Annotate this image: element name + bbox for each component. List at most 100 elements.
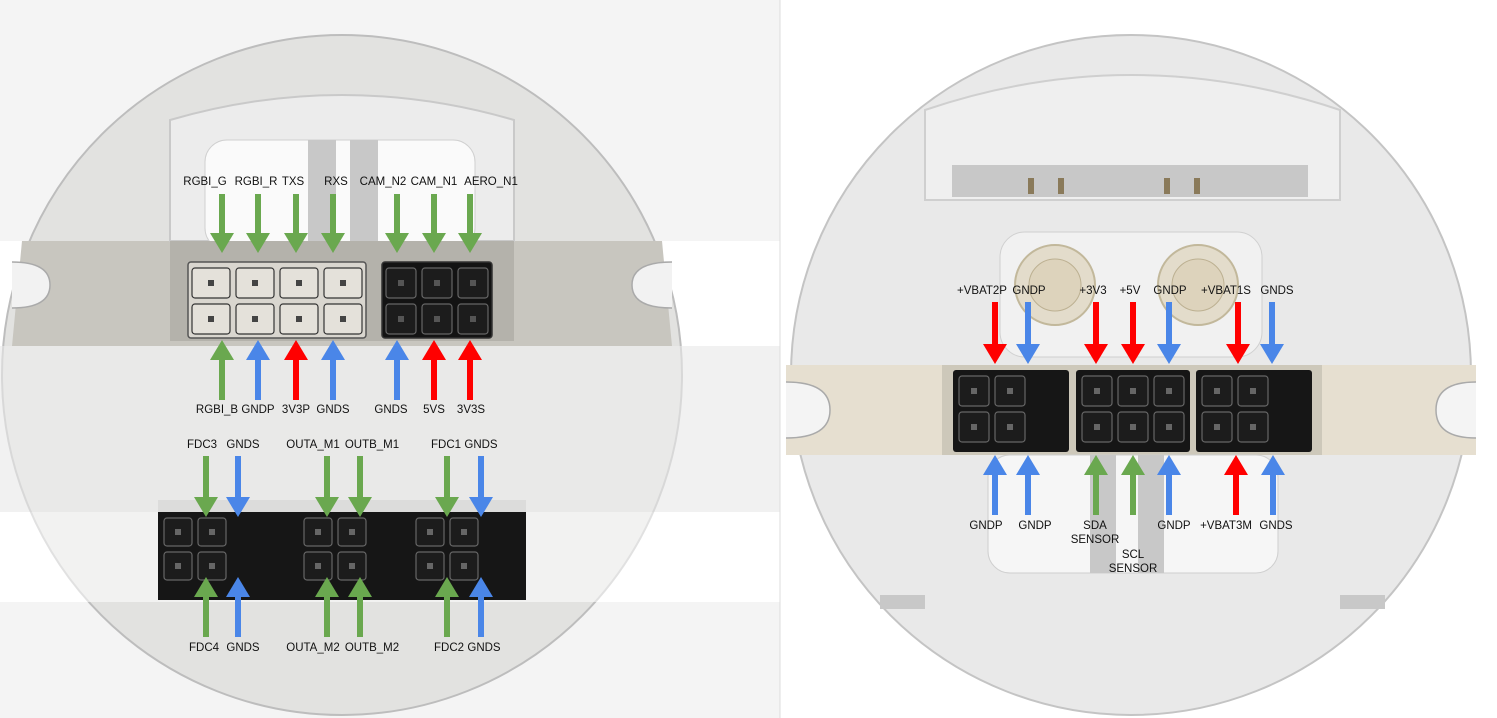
pin-label-vbat3m: +VBAT3M bbox=[1200, 520, 1252, 532]
arrow-rgbi-r bbox=[246, 194, 270, 253]
arrow-head bbox=[284, 233, 308, 253]
arrow-3v3 bbox=[1084, 302, 1108, 364]
pin-contact bbox=[340, 280, 346, 286]
arrow-shaft bbox=[255, 358, 261, 400]
arrow-head bbox=[210, 340, 234, 360]
pin-contact bbox=[470, 316, 476, 322]
arrow-shaft bbox=[1233, 473, 1239, 515]
arrow-shaft bbox=[330, 358, 336, 400]
pin-label-fdc1: FDC1 bbox=[431, 439, 461, 451]
arrow-shaft bbox=[235, 456, 241, 499]
arrow-shaft bbox=[1025, 473, 1031, 515]
arrow-fdc4 bbox=[194, 577, 218, 637]
arrow-shaft bbox=[992, 302, 998, 346]
pin-label-gndp: GNDP bbox=[1012, 285, 1046, 297]
arrow-5vs bbox=[422, 340, 446, 400]
arrow-shaft bbox=[1130, 473, 1136, 515]
right-connector-pins bbox=[958, 375, 1269, 443]
arrow-head bbox=[983, 344, 1007, 364]
arrow-gndp bbox=[246, 340, 270, 400]
arrow-shaft bbox=[394, 194, 400, 235]
arrow-shaft bbox=[478, 456, 484, 499]
arrow-shaft bbox=[357, 595, 363, 637]
pin-label-5vs: 5VS bbox=[423, 404, 445, 416]
arrow-gndp bbox=[1157, 302, 1181, 364]
pin-label-gnds: GNDS bbox=[226, 439, 260, 451]
pin-contact bbox=[1130, 424, 1136, 430]
pin-contact bbox=[349, 563, 355, 569]
arrow-scl-sensor bbox=[1121, 455, 1145, 515]
pin-contact bbox=[427, 563, 433, 569]
pin-contact bbox=[209, 529, 215, 535]
arrow-gnds bbox=[226, 577, 250, 637]
pin-contact bbox=[971, 424, 977, 430]
pin-label-gnds: GNDS bbox=[464, 439, 498, 451]
arrow-fdc2 bbox=[435, 577, 459, 637]
arrow-head bbox=[1226, 344, 1250, 364]
arrow-shaft bbox=[444, 595, 450, 637]
pin-contact bbox=[1130, 388, 1136, 394]
left-connector-pins bbox=[163, 267, 489, 581]
pin-label-gndp: GNDP bbox=[1157, 520, 1191, 532]
arrow-cam-n1 bbox=[422, 194, 446, 253]
pin-label-rgbi-b: RGBI_B bbox=[196, 404, 239, 416]
arrow-head bbox=[422, 233, 446, 253]
pin-label-3v3: +3V3 bbox=[1079, 285, 1106, 297]
arrow-head bbox=[1121, 455, 1145, 475]
pin-contact bbox=[296, 316, 302, 322]
arrow-head bbox=[1084, 455, 1108, 475]
arrow-shaft bbox=[444, 456, 450, 499]
pin-label-txs: TXS bbox=[282, 176, 305, 188]
arrow-gndp bbox=[1016, 455, 1040, 515]
arrow-head bbox=[469, 577, 493, 597]
arrow-head bbox=[284, 340, 308, 360]
pin-contact bbox=[296, 280, 302, 286]
pin-label-rgbi-g: RGBI_G bbox=[183, 176, 227, 188]
arrow-5v bbox=[1121, 302, 1145, 364]
arrow-head bbox=[385, 233, 409, 253]
arrow-head bbox=[210, 233, 234, 253]
pin-label-gnds: GNDS bbox=[374, 404, 408, 416]
arrow-shaft bbox=[1093, 473, 1099, 515]
pin-contact bbox=[175, 529, 181, 535]
pin-contact bbox=[252, 316, 258, 322]
arrow-head bbox=[385, 340, 409, 360]
arrow-sda-sensor bbox=[1084, 455, 1108, 515]
arrow-shaft bbox=[1093, 302, 1099, 346]
pin-label-outb-m2: OUTB_M2 bbox=[345, 642, 399, 654]
arrow-shaft bbox=[235, 595, 241, 637]
arrow-shaft bbox=[293, 194, 299, 235]
arrow-shaft bbox=[1130, 302, 1136, 346]
pin-contact bbox=[1250, 424, 1256, 430]
arrow-shaft bbox=[467, 194, 473, 235]
pin-contact bbox=[315, 529, 321, 535]
arrow-head bbox=[983, 455, 1007, 475]
pin-contact bbox=[398, 280, 404, 286]
arrow-shaft bbox=[431, 194, 437, 235]
arrow-head bbox=[1157, 455, 1181, 475]
arrow-shaft bbox=[1269, 302, 1275, 346]
arrow-head bbox=[315, 497, 339, 517]
pin-label-gnds: GNDS bbox=[467, 642, 501, 654]
arrow-gnds bbox=[1261, 455, 1285, 515]
arrow-head bbox=[458, 340, 482, 360]
pin-contact bbox=[1094, 424, 1100, 430]
pin-label-gnds: GNDS bbox=[1260, 285, 1294, 297]
arrow-head bbox=[469, 497, 493, 517]
arrow-head bbox=[1016, 455, 1040, 475]
arrow-shaft bbox=[255, 194, 261, 235]
arrow-fdc1 bbox=[435, 456, 459, 517]
arrow-shaft bbox=[467, 358, 473, 400]
pin-contact bbox=[398, 316, 404, 322]
pin-contact bbox=[1007, 424, 1013, 430]
arrow-gnds bbox=[321, 340, 345, 400]
pin-label-gnds: GNDS bbox=[316, 404, 350, 416]
pin-contact bbox=[340, 316, 346, 322]
arrow-shaft bbox=[992, 473, 998, 515]
pin-label-outa-m2: OUTA_M2 bbox=[286, 642, 339, 654]
pin-label-fdc2: FDC2 bbox=[434, 642, 464, 654]
